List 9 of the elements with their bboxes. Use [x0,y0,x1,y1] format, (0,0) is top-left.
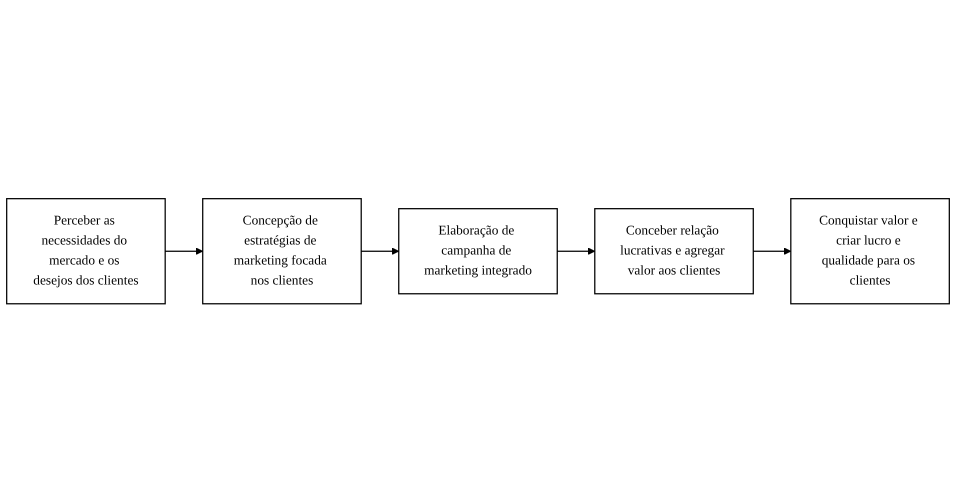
node-box: Perceber as necessidades do mercado e os desejos dos clientes [6,198,166,304]
node-box: Conquistar valor e criar lucro e qualidade para os clientes [790,198,950,304]
arrow [557,247,596,255]
node-box: Concepção de estratégias de marketing focada nos clientes [202,198,362,304]
node-box: Elaboração de campanha de marketing integrado [398,208,558,294]
arrow [361,247,400,255]
arrow [165,247,204,255]
arrow [753,247,792,255]
node-box: Conceber relação lucrativas e agregar valor aos clientes [594,208,754,294]
